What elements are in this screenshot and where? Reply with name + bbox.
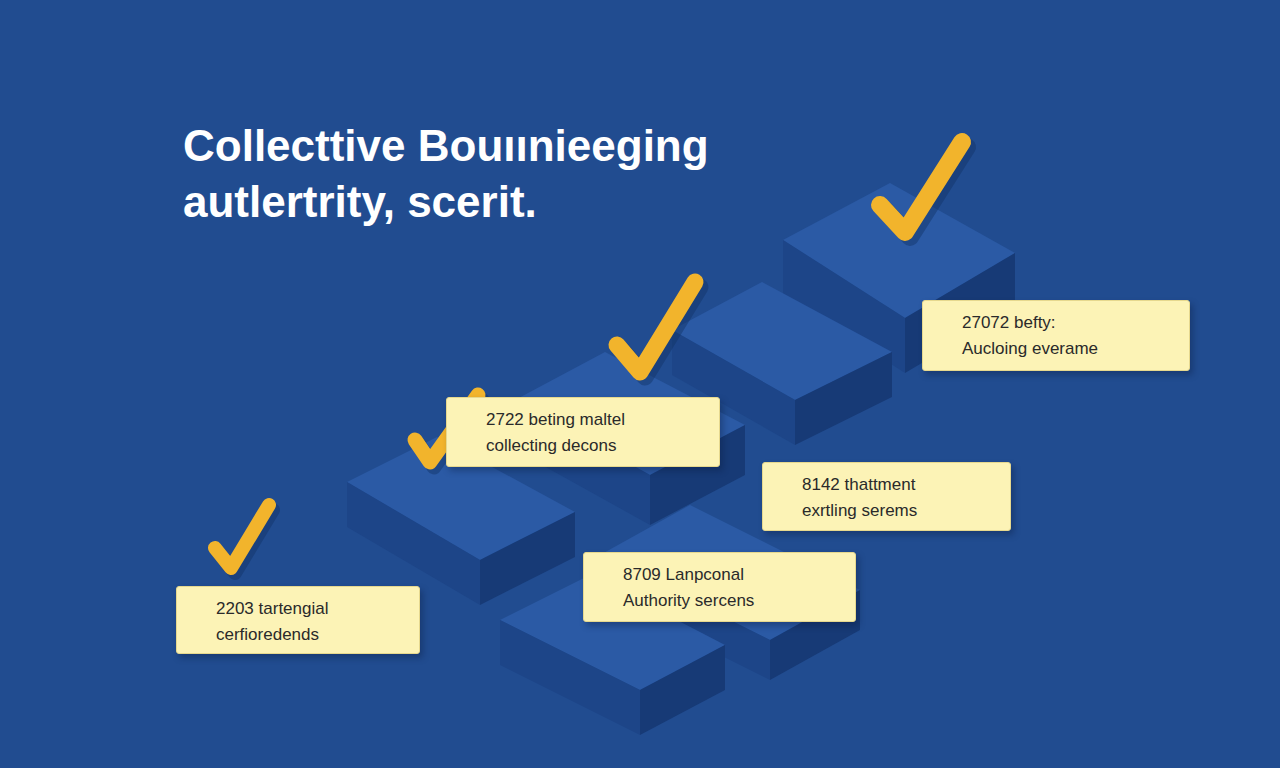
step-heading: 2203 tartengial — [216, 596, 409, 622]
step-heading: 8709 Lanpconal — [623, 562, 845, 588]
step-text: exrtling serems — [802, 498, 1000, 524]
block-side — [795, 352, 892, 445]
step-text: cerfioredends — [216, 622, 409, 648]
checkmark — [880, 142, 962, 232]
step-text: Aucloing everame — [962, 336, 1179, 362]
step-label-box: 2203 tartengialcerfioredends — [176, 586, 420, 654]
step-text: collecting decons — [486, 433, 709, 459]
step-heading: 27072 befty: — [962, 310, 1179, 336]
diagram-title: Collecttive Bouıınieeging autlertrity, s… — [183, 118, 783, 230]
block-side — [500, 620, 640, 735]
step-label-box: 8709 LanpconalAuthority sercens — [583, 552, 856, 622]
step-heading: 2722 beting maltel — [486, 407, 709, 433]
step-label-box: 2722 beting maltelcollecting decons — [446, 397, 720, 467]
step-heading: 8142 thattment — [802, 472, 1000, 498]
checkmark — [617, 282, 695, 372]
block-side — [640, 645, 725, 735]
step-label-box: 27072 befty:Aucloing everame — [922, 300, 1190, 371]
step-text: Authority sercens — [623, 588, 845, 614]
step-label-box: 8142 thattmentexrtling serems — [762, 462, 1011, 531]
checkmark — [215, 505, 269, 568]
